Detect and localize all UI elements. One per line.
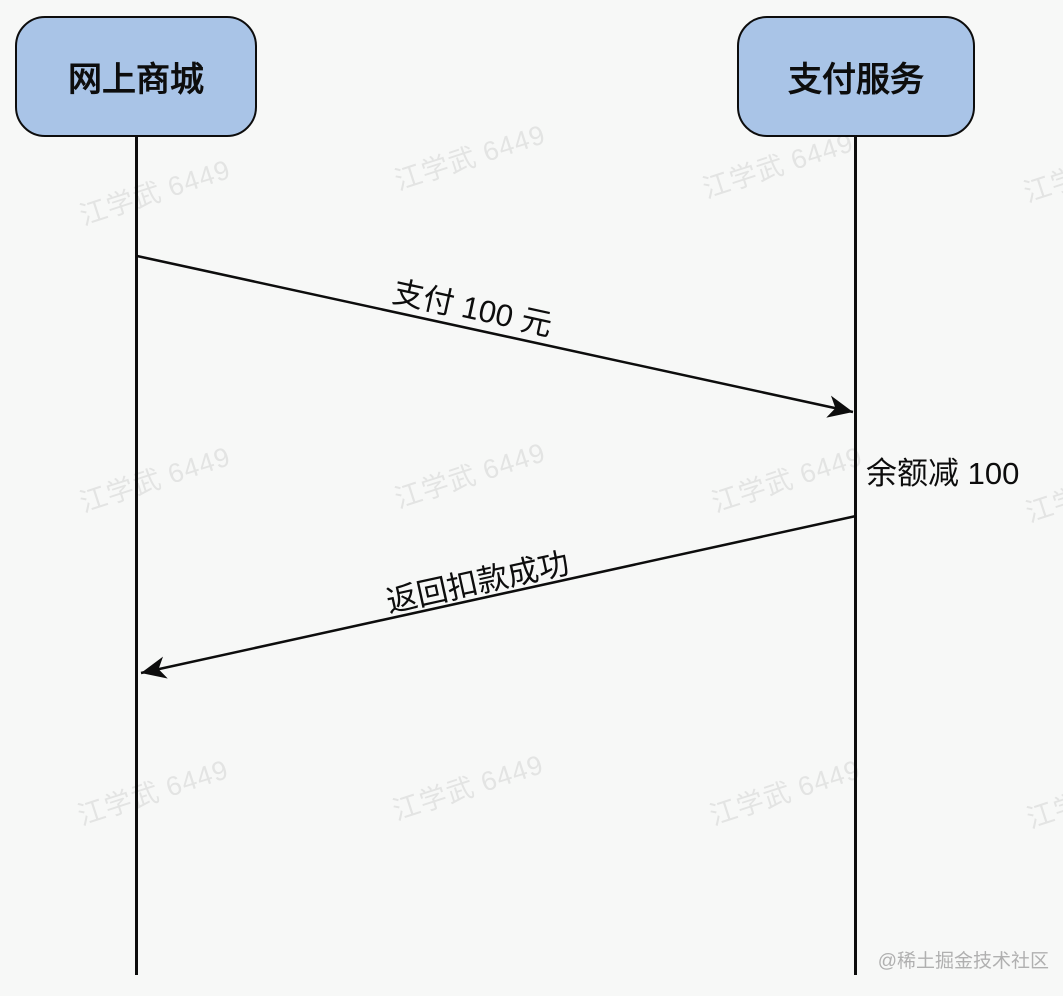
lifeline-online-mall: [135, 137, 138, 975]
community-credit: @稀土掘金技术社区: [877, 951, 1049, 972]
actor-label-online-mall: 网上商城: [68, 61, 204, 99]
message-arrow-return: [140, 514, 857, 679]
message-arrow-pay: [136, 254, 854, 418]
actor-box-payment-service: 支付服务: [737, 16, 975, 137]
actor-label-payment-service: 支付服务: [788, 61, 924, 99]
actor-box-online-mall: 网上商城: [15, 16, 257, 137]
lifeline-payment-service: [854, 137, 857, 975]
note-balance-deduction: 余额减 100: [866, 456, 1020, 491]
